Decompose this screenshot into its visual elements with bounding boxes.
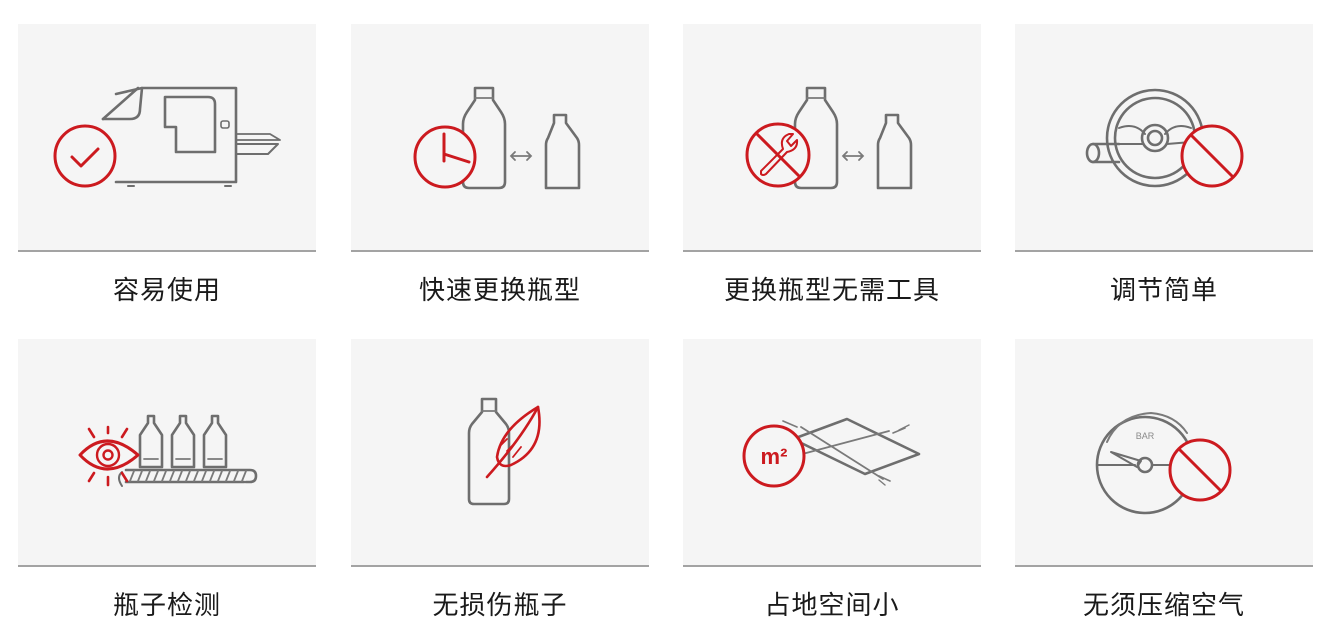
feature-label: 调节简单 (1109, 276, 1218, 306)
no-tools-bottle-change-icon (745, 86, 913, 190)
feature-label: 无损伤瓶子 (432, 591, 568, 621)
bottle-feather-icon (467, 397, 541, 506)
feature-panel: BAR (1015, 339, 1313, 567)
m2-text: m² (761, 444, 788, 469)
feature-panel (351, 24, 649, 252)
feature-label: 快速更换瓶型 (418, 276, 581, 306)
feature-label: 无须压缩空气 (1082, 591, 1245, 621)
feature-panel (1015, 24, 1313, 252)
feature-panel (683, 24, 981, 252)
feature-panel (18, 24, 316, 252)
m2-footprint-icon: m² (742, 417, 921, 488)
machine-checkmark-icon (53, 86, 281, 188)
feature-panel (351, 339, 649, 567)
feature-label: 更换瓶型无需工具 (723, 276, 940, 306)
pressure-gauge-prohibited-icon: BAR (1095, 411, 1232, 515)
feature-label: 占地空间小 (764, 591, 900, 621)
eye-bottle-conveyor-icon (78, 414, 258, 487)
feature-panel (18, 339, 316, 567)
feature-label: 容易使用 (112, 276, 221, 306)
handwheel-prohibited-icon (1085, 88, 1244, 188)
bar-text: BAR (1136, 431, 1155, 441)
feature-panel: m² (683, 339, 981, 567)
feature-label: 瓶子检测 (112, 591, 221, 621)
clock-bottle-change-icon (413, 86, 581, 190)
